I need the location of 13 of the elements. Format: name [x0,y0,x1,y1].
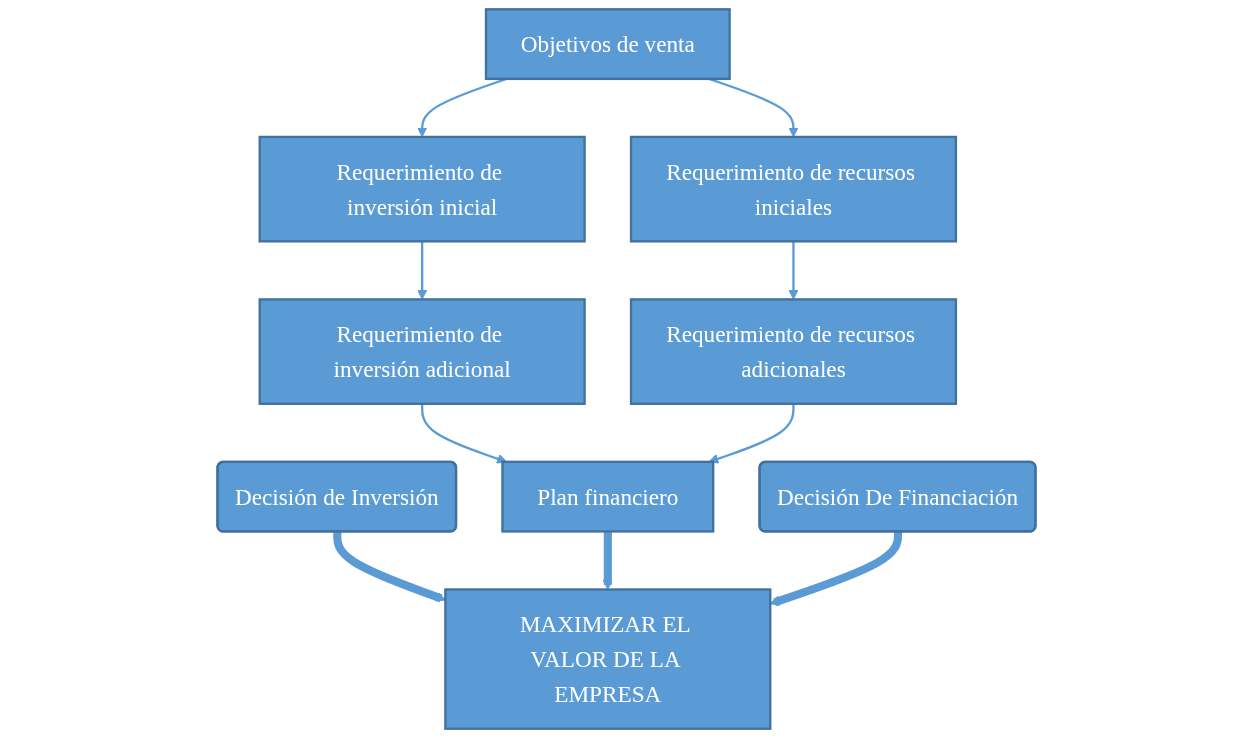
node-box: Requerimiento de recursos adicionales [629,298,958,405]
node-box: Requerimiento de inversión adicional [258,298,586,405]
arrow [421,403,507,464]
node-box: MAXIMIZAR EL VALOR DE LA EMPRESA [444,588,772,730]
arrow [788,241,799,300]
arrow [708,403,795,464]
arrow [602,531,613,590]
node-box: Requerimiento de inversión inicial [258,135,586,243]
node-box: Plan financiero [501,460,715,533]
arrow [333,531,446,603]
arrow [417,241,428,300]
node-box: Objetivos de venta [484,8,731,81]
node-box: Requerimiento de recursos iniciales [629,135,958,243]
